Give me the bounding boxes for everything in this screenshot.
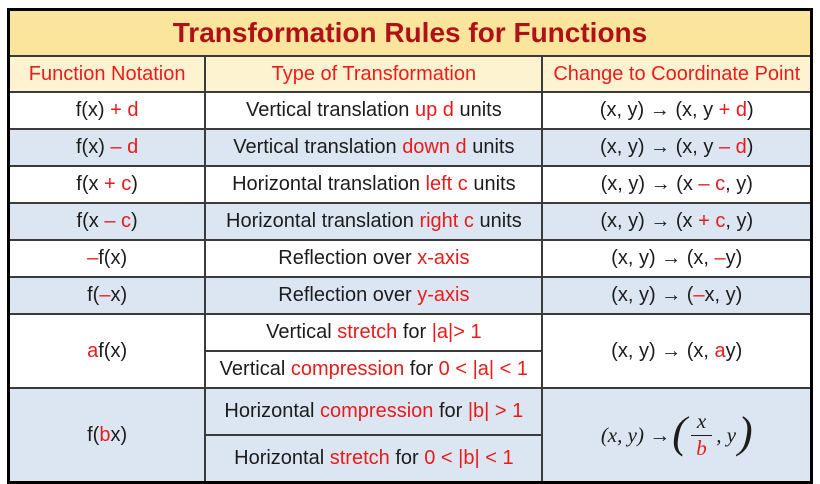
table-row: f(x + c) Horizontal translation left c u… <box>7 165 813 204</box>
coordinate-cell: (x, y) → (x – c, y) <box>541 165 813 204</box>
transformation-rules-table: Transformation Rules for Functions Funct… <box>7 8 813 484</box>
transformation-cell: Reflection over x-axis <box>204 239 544 278</box>
transformation-cell: Reflection over y-axis <box>204 276 544 315</box>
coordinate-cell: (x, y) → (–x, y) <box>541 276 813 315</box>
transformation-cell: Vertical translation down d units <box>204 128 544 167</box>
math-expression: (x, y) → ( x b , y ) <box>600 408 753 460</box>
math-lead: (x, y) → <box>600 422 671 447</box>
table-row-group: f(bx) Horizontal compression for |b| > 1… <box>7 387 813 484</box>
coordinate-math-cell: (x, y) → ( x b , y ) <box>541 387 813 484</box>
function-notation-cell: –f(x) <box>7 239 207 278</box>
table-row-group: af(x) Vertical stretch for |a|> 1 (x, y)… <box>7 313 813 389</box>
function-notation-cell: f(x – c) <box>7 202 207 241</box>
transformation-cell: Horizontal stretch for 0 < |b| < 1 <box>204 434 544 484</box>
table-row-group-sub: Vertical compression for 0 < |a| < 1 <box>9 350 812 389</box>
function-notation-cell: af(x) <box>7 313 207 389</box>
function-notation-cell: f(x) + d <box>7 91 207 130</box>
column-header-row: Function Notation Type of Transformation… <box>7 55 813 93</box>
table-row: f(–x) Reflection over y-axis (x, y) → (–… <box>7 276 813 315</box>
function-notation-cell: f(x) – d <box>7 128 207 167</box>
table-row: f(x – c) Horizontal translation right c … <box>7 202 813 241</box>
column-header-change-to-coordinate-point: Change to Coordinate Point <box>541 55 813 93</box>
math-rest: , y <box>716 422 737 447</box>
coordinate-cell: (x, y) → (x + c, y) <box>541 202 813 241</box>
coordinate-cell: (x, y) → (x, y – d) <box>541 128 813 167</box>
column-header-function-notation: Function Notation <box>7 55 207 93</box>
page: Transformation Rules for Functions Funct… <box>7 8 813 484</box>
function-notation-cell: f(bx) <box>7 387 207 484</box>
math-denominator: b <box>696 435 707 460</box>
transformation-cell: Horizontal translation right c units <box>204 202 544 241</box>
math-numerator: x <box>690 410 713 436</box>
column-header-type-of-transformation: Type of Transformation <box>204 55 544 93</box>
coordinate-cell: (x, y) → (x, ay) <box>541 313 813 389</box>
title-row: Transformation Rules for Functions <box>7 8 813 57</box>
transformation-cell: Horizontal compression for |b| > 1 <box>204 387 544 436</box>
transformation-cell: Vertical compression for 0 < |a| < 1 <box>204 350 544 389</box>
page-title: Transformation Rules for Functions <box>7 8 813 57</box>
function-notation-cell: f(–x) <box>7 276 207 315</box>
transformation-cell: Horizontal translation left c units <box>204 165 544 204</box>
coordinate-cell: (x, y) → (x, y + d) <box>541 91 813 130</box>
function-notation-cell: f(x + c) <box>7 165 207 204</box>
math-fraction: x b <box>690 410 713 460</box>
transformation-cell: Vertical stretch for |a|> 1 <box>204 313 544 352</box>
table-row: –f(x) Reflection over x-axis (x, y) → (x… <box>7 239 813 278</box>
transformation-cell: Vertical translation up d units <box>204 91 544 130</box>
coordinate-cell: (x, y) → (x, –y) <box>541 239 813 278</box>
table-row: f(x) + d Vertical translation up d units… <box>7 91 813 130</box>
table-row: f(x) – d Vertical translation down d uni… <box>7 128 813 167</box>
